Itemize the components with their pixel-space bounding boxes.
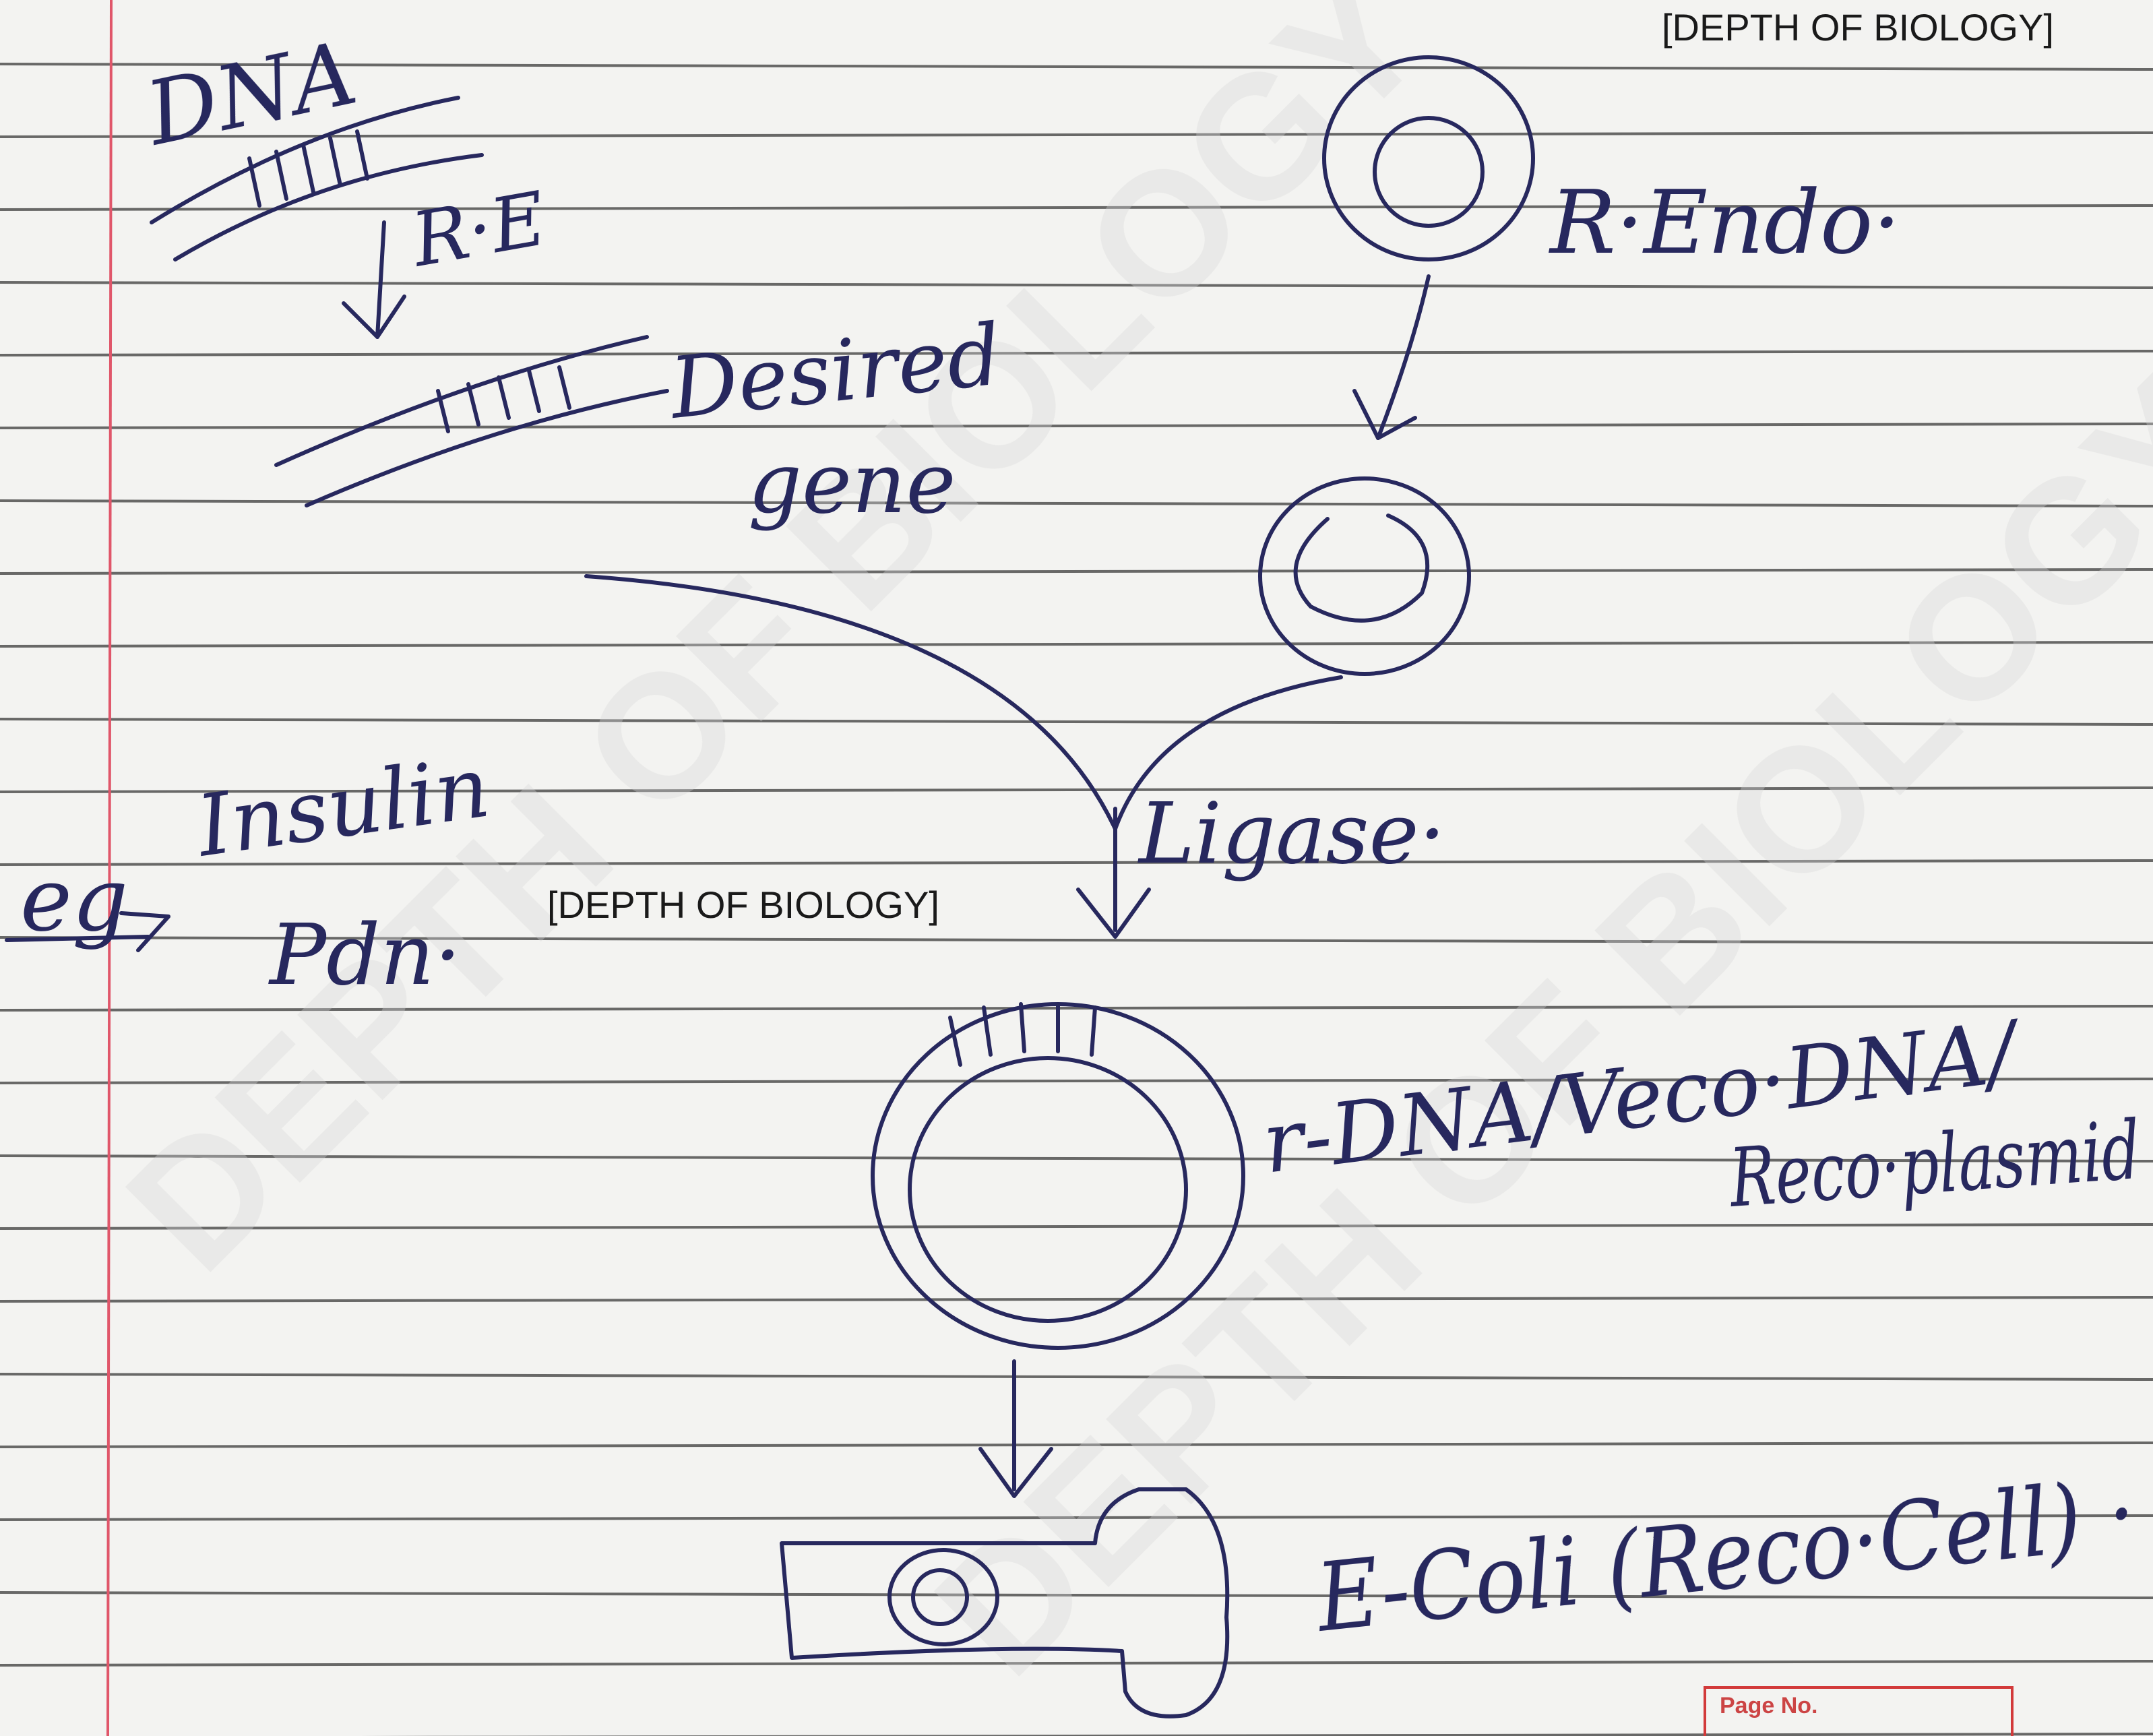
margin-line [106,0,113,1736]
page-number-label: Page No. [1720,1693,1818,1718]
ruled-line [0,1223,2153,1230]
ruled-line [0,1514,2153,1521]
watermark-label-middle: [DEPTH OF BIOLOGY] [547,884,939,926]
ruled-line [0,1296,2153,1303]
ruled-line [0,568,2153,575]
pdn-label: Pdn· [268,906,461,1004]
recombinant-plasmid-icon [871,1002,1245,1350]
gene-label: gene [748,435,956,532]
ruled-line [0,63,2153,71]
cut-dna-strands [274,335,669,507]
ruled-lines [0,63,2153,1736]
ruled-line [0,641,2153,648]
plasmid-icon [1322,55,1535,261]
eg-arrow [5,911,170,952]
page-number-stamp: Page No. [1704,1686,2014,1736]
ruled-line [0,786,2153,793]
ruled-line [0,859,2153,866]
ecoli-label: E-Coli (Reco·Cell) · [1310,1458,2141,1654]
ruled-line [0,499,2153,507]
transform-arrow [978,1359,1053,1498]
ruled-line [0,1660,2153,1667]
ecoli-cell-icon [780,1487,1230,1718]
endo-arrow [1352,274,1431,440]
ligase-curves [584,574,1343,939]
svg-text:DEPTH OF BIOLOGY: DEPTH OF BIOLOGY [91,0,1461,1307]
cut-plasmid-icon [1258,476,1471,676]
ruled-line [0,718,2153,726]
watermark-label-top: [DEPTH OF BIOLOGY] [1662,6,2054,49]
roe-label: R·E [404,175,552,284]
ruled-line [0,1005,2153,1012]
eg-label: eg [20,848,128,951]
r-endo-label: R·Endo· [1549,171,1901,274]
ruled-line [0,1442,2153,1448]
ruled-line [0,423,2153,429]
dna-strands [150,96,484,261]
ruled-line [358,1733,2153,1736]
roe-arrow [342,220,406,339]
ruled-line [0,1078,2153,1084]
ruled-line [0,350,2153,356]
ruled-line [0,281,2153,289]
ruled-line [0,1373,2153,1381]
ruled-line [0,204,2153,211]
ruled-line [0,1591,2153,1599]
ligase-label: Ligase· [1137,785,1445,883]
ruled-line [0,936,2153,944]
ruled-line [0,1154,2153,1162]
